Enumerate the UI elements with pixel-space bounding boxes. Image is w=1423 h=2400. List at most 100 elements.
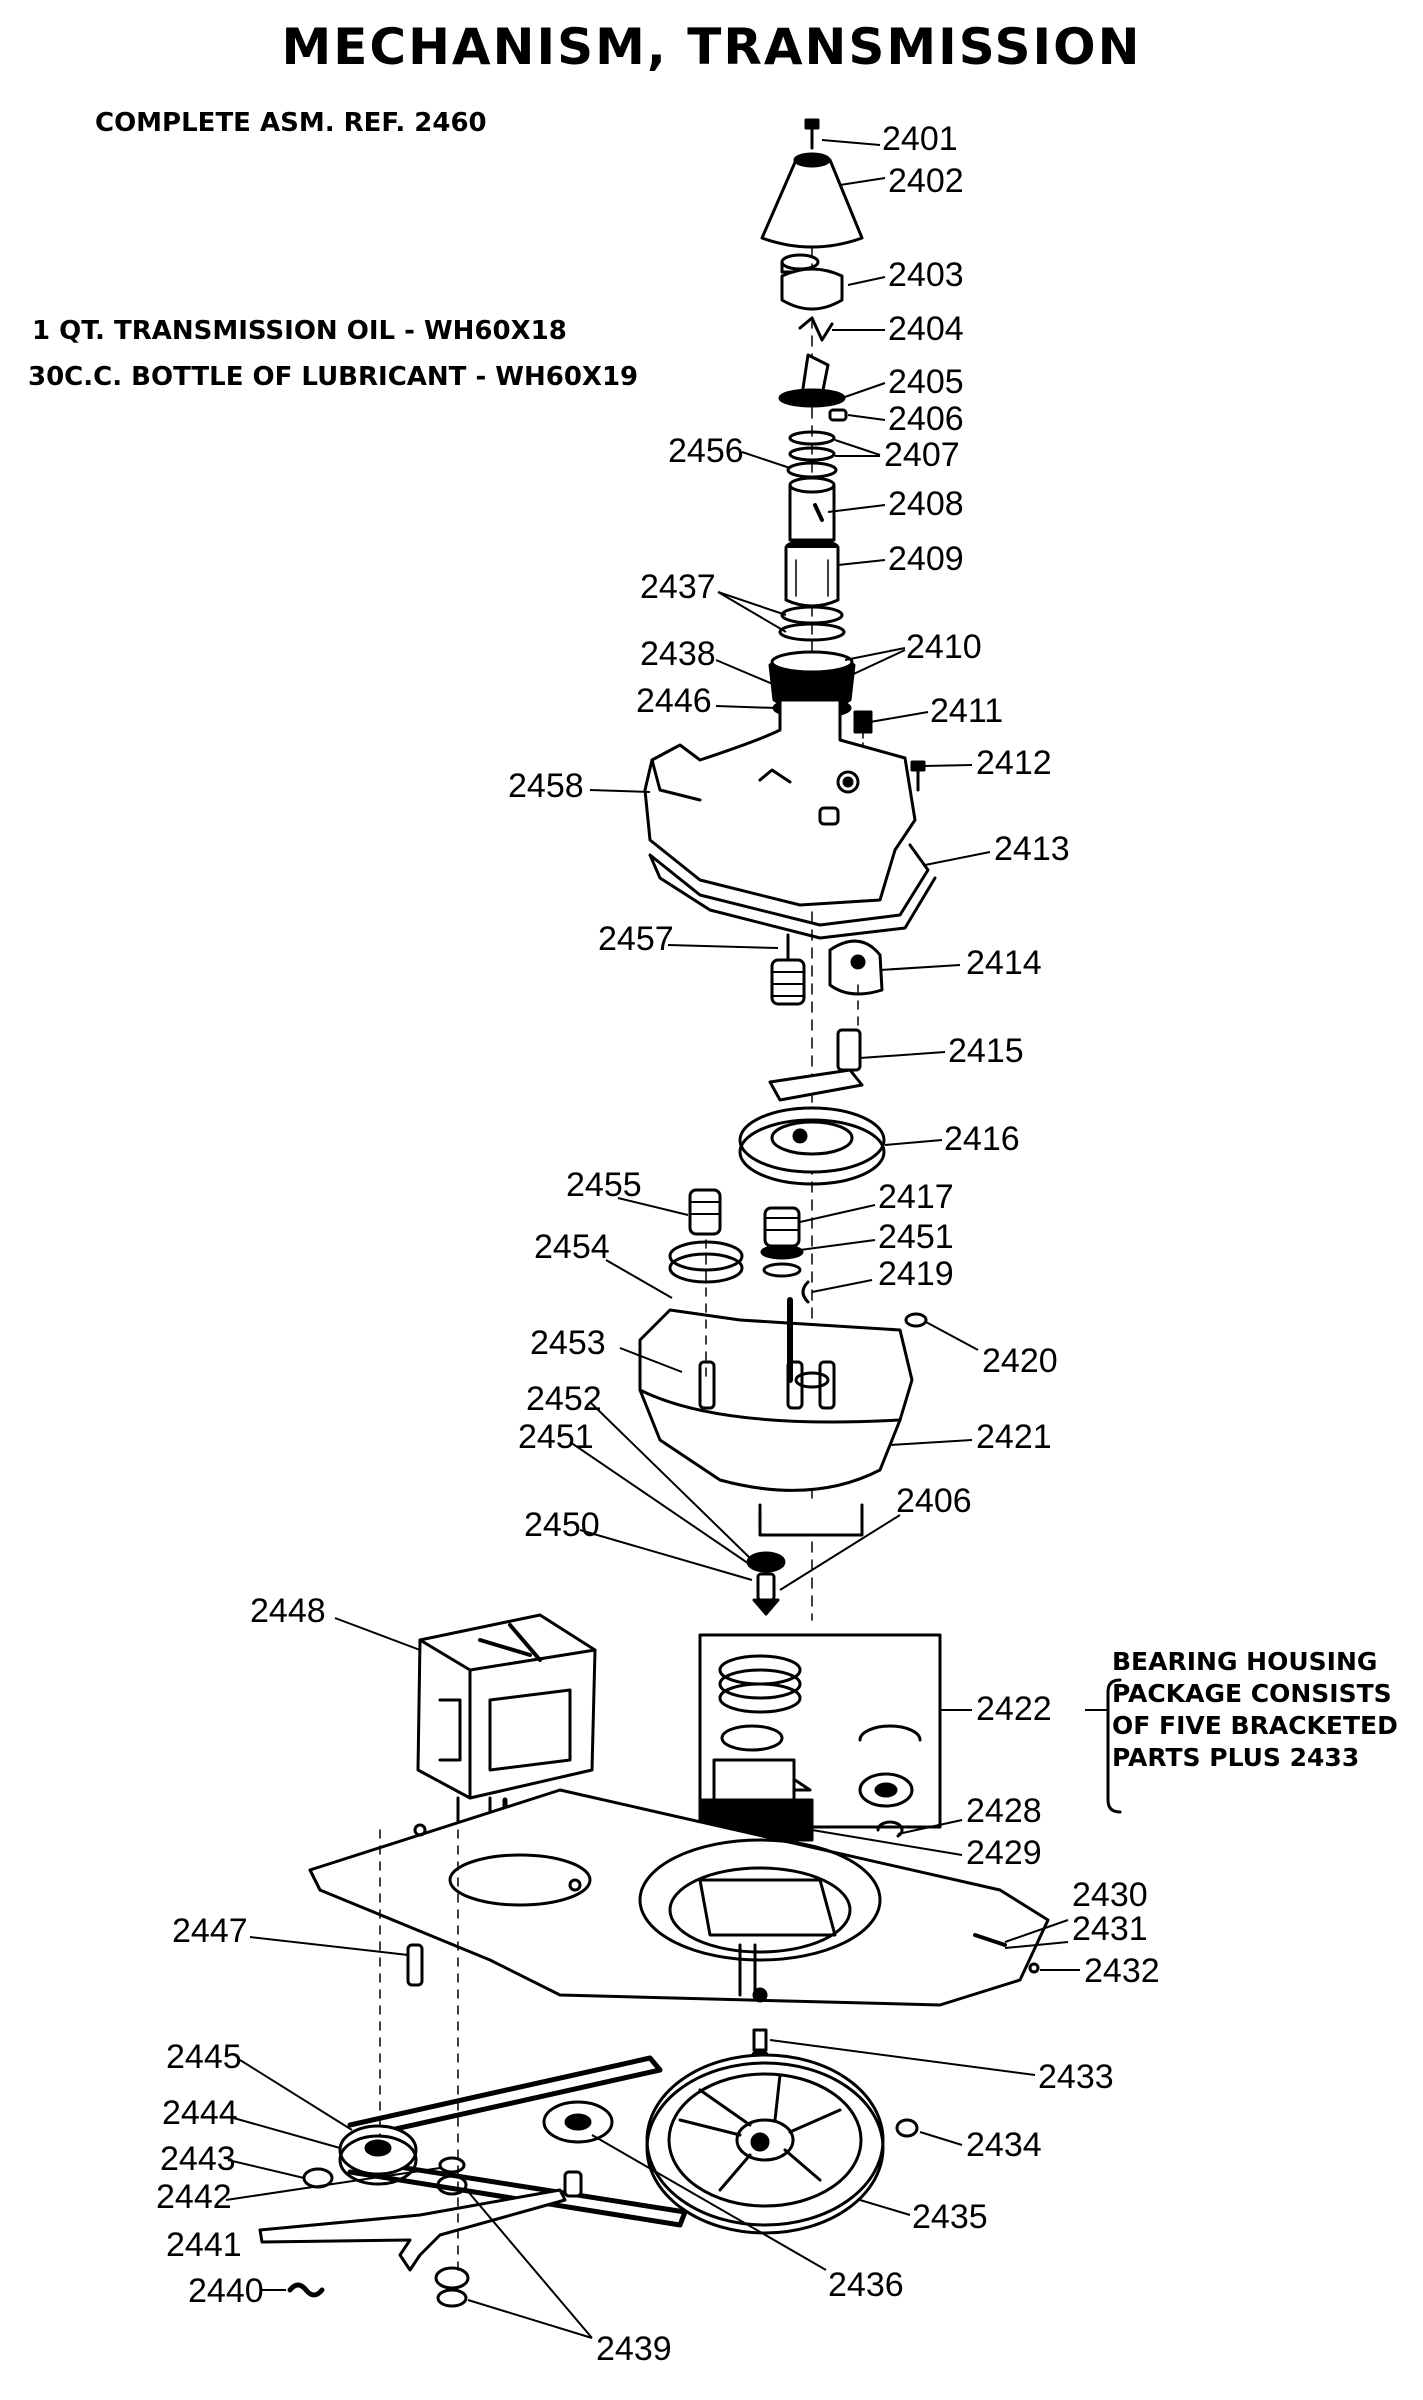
part-label-2417: 2417 bbox=[878, 1178, 954, 1216]
part-2447-pin bbox=[406, 1943, 424, 1987]
part-label-2428: 2428 bbox=[966, 1792, 1042, 1830]
part-2448-motor bbox=[416, 1613, 597, 1883]
part-label-2453: 2453 bbox=[530, 1324, 606, 1362]
part-label-2446: 2446 bbox=[636, 682, 712, 720]
part-2457-pinion-gear bbox=[770, 933, 806, 1006]
part-label-2404: 2404 bbox=[888, 310, 964, 348]
part-2434-ring bbox=[895, 2118, 919, 2138]
part-label-2434: 2434 bbox=[966, 2126, 1042, 2164]
part-2401-screw bbox=[804, 118, 820, 150]
part-2416-large-gear bbox=[738, 1106, 886, 1186]
part-label-2440: 2440 bbox=[188, 2272, 264, 2310]
part-label-2435: 2435 bbox=[912, 2198, 988, 2236]
part-2458-gear-case-cover bbox=[643, 698, 917, 907]
part-2412-screw bbox=[910, 760, 926, 792]
part-label-2456: 2456 bbox=[668, 432, 744, 470]
part-2419-clip bbox=[801, 1280, 810, 1304]
part-2414-cam bbox=[828, 939, 884, 996]
part-label-2415: 2415 bbox=[948, 1032, 1024, 1070]
part-2444-motor-pulley bbox=[338, 2124, 418, 2186]
part-label-2410: 2410 bbox=[906, 628, 982, 666]
part-label-2401: 2401 bbox=[882, 120, 958, 158]
bearing-housing-note: BEARING HOUSING PACKAGE CONSISTS OF FIVE… bbox=[1112, 1646, 1412, 1774]
part-2439-washer bbox=[436, 2174, 468, 2196]
part-2404-clip bbox=[798, 316, 834, 342]
bearing-note-line: BEARING HOUSING bbox=[1112, 1647, 1378, 1676]
part-label-2450: 2450 bbox=[524, 1506, 600, 1544]
part-label-2445: 2445 bbox=[166, 2038, 242, 2076]
part-label-2441: 2441 bbox=[166, 2226, 242, 2264]
part-label-2454: 2454 bbox=[534, 1228, 610, 1266]
part-label-2432: 2432 bbox=[1084, 1952, 1160, 1990]
part-2417-small-gear bbox=[760, 1206, 804, 1278]
part-2441-lever bbox=[258, 2170, 583, 2272]
part-label-2403: 2403 bbox=[888, 256, 964, 294]
part-label-2414: 2414 bbox=[966, 944, 1042, 982]
part-label-2408: 2408 bbox=[888, 485, 964, 523]
bearing-note-line: OF FIVE BRACKETED bbox=[1112, 1711, 1398, 1740]
part-label-2430: 2430 bbox=[1072, 1876, 1148, 1914]
part-2407-washer bbox=[788, 430, 836, 446]
part-2409-sleeve bbox=[784, 538, 840, 608]
part-label-2409: 2409 bbox=[888, 540, 964, 578]
part-2403-cylinder bbox=[780, 253, 844, 311]
part-2440-spring bbox=[287, 2282, 325, 2298]
part-label-2447: 2447 bbox=[172, 1912, 248, 1950]
part-label-2412: 2412 bbox=[976, 744, 1052, 782]
transmission-oil-note: 1 QT. TRANSMISSION OIL - WH60X18 bbox=[32, 316, 567, 346]
part-label-2458: 2458 bbox=[508, 767, 584, 805]
part-2407-washer bbox=[788, 446, 836, 462]
part-label-2443: 2443 bbox=[160, 2140, 236, 2178]
part-2405-shaft-top bbox=[778, 353, 846, 408]
base-plate bbox=[308, 1788, 1050, 2007]
part-2435-pulley bbox=[645, 2053, 885, 2235]
part-2420-o-ring bbox=[904, 1312, 928, 1328]
part-2430-screw bbox=[973, 1933, 1007, 1947]
part-label-2442: 2442 bbox=[156, 2178, 232, 2216]
part-label-2405: 2405 bbox=[888, 363, 964, 401]
part-2406-key bbox=[828, 408, 848, 422]
part-2442-washer bbox=[438, 2156, 466, 2174]
leader-lines bbox=[225, 139, 1108, 2339]
part-label-2431: 2431 bbox=[1072, 1910, 1148, 1948]
bearing-note-line: PARTS PLUS 2433 bbox=[1112, 1743, 1360, 1772]
part-label-2421: 2421 bbox=[976, 1418, 1052, 1456]
part-2432-washer bbox=[1028, 1962, 1040, 1974]
part-label-2420: 2420 bbox=[982, 1342, 1058, 1380]
part-label-2436: 2436 bbox=[828, 2266, 904, 2304]
part-label-2439: 2439 bbox=[596, 2330, 672, 2368]
part-label-2437: 2437 bbox=[640, 568, 716, 606]
part-2408-tube bbox=[788, 476, 836, 542]
part-label-2451-lower: 2451 bbox=[518, 1418, 594, 1456]
part-2437-seal bbox=[778, 622, 846, 642]
lubricant-note: 30C.C. BOTTLE OF LUBRICANT - WH60X19 bbox=[28, 362, 639, 392]
part-2439-washer bbox=[436, 2288, 468, 2308]
part-label-2402: 2402 bbox=[888, 162, 964, 200]
part-2421-lower-gear-case bbox=[638, 1297, 914, 1537]
part-2455-idler-gear bbox=[668, 1188, 744, 1284]
part-label-2457: 2457 bbox=[598, 920, 674, 958]
part-2436-spacer bbox=[542, 2100, 614, 2144]
part-label-2451: 2451 bbox=[878, 1218, 954, 1256]
part-2413-gasket bbox=[648, 843, 937, 940]
part-2439-washer bbox=[434, 2266, 470, 2290]
part-label-2452: 2452 bbox=[526, 1380, 602, 1418]
part-label-2444: 2444 bbox=[162, 2094, 238, 2132]
part-label-2416: 2416 bbox=[944, 1120, 1020, 1158]
complete-assembly-note: COMPLETE ASM. REF. 2460 bbox=[95, 108, 487, 138]
part-label-2406-lower: 2406 bbox=[896, 1482, 972, 1520]
part-label-2411: 2411 bbox=[930, 692, 1003, 730]
part-label-2455: 2455 bbox=[566, 1166, 642, 1204]
part-label-2407: 2407 bbox=[884, 436, 960, 474]
part-label-2438: 2438 bbox=[640, 635, 716, 673]
part-label-2419: 2419 bbox=[878, 1255, 954, 1293]
part-label-2406: 2406 bbox=[888, 400, 964, 438]
part-label-2413: 2413 bbox=[994, 830, 1070, 868]
part-2433-bolt bbox=[738, 1943, 769, 2061]
bearing-note-line: PACKAGE CONSISTS bbox=[1112, 1679, 1392, 1708]
part-label-2433: 2433 bbox=[1038, 2058, 1114, 2096]
part-2422-bearing-housing-package bbox=[698, 1633, 942, 1842]
part-label-2448: 2448 bbox=[250, 1592, 326, 1630]
part-2450-shaft-end bbox=[746, 1551, 786, 1616]
